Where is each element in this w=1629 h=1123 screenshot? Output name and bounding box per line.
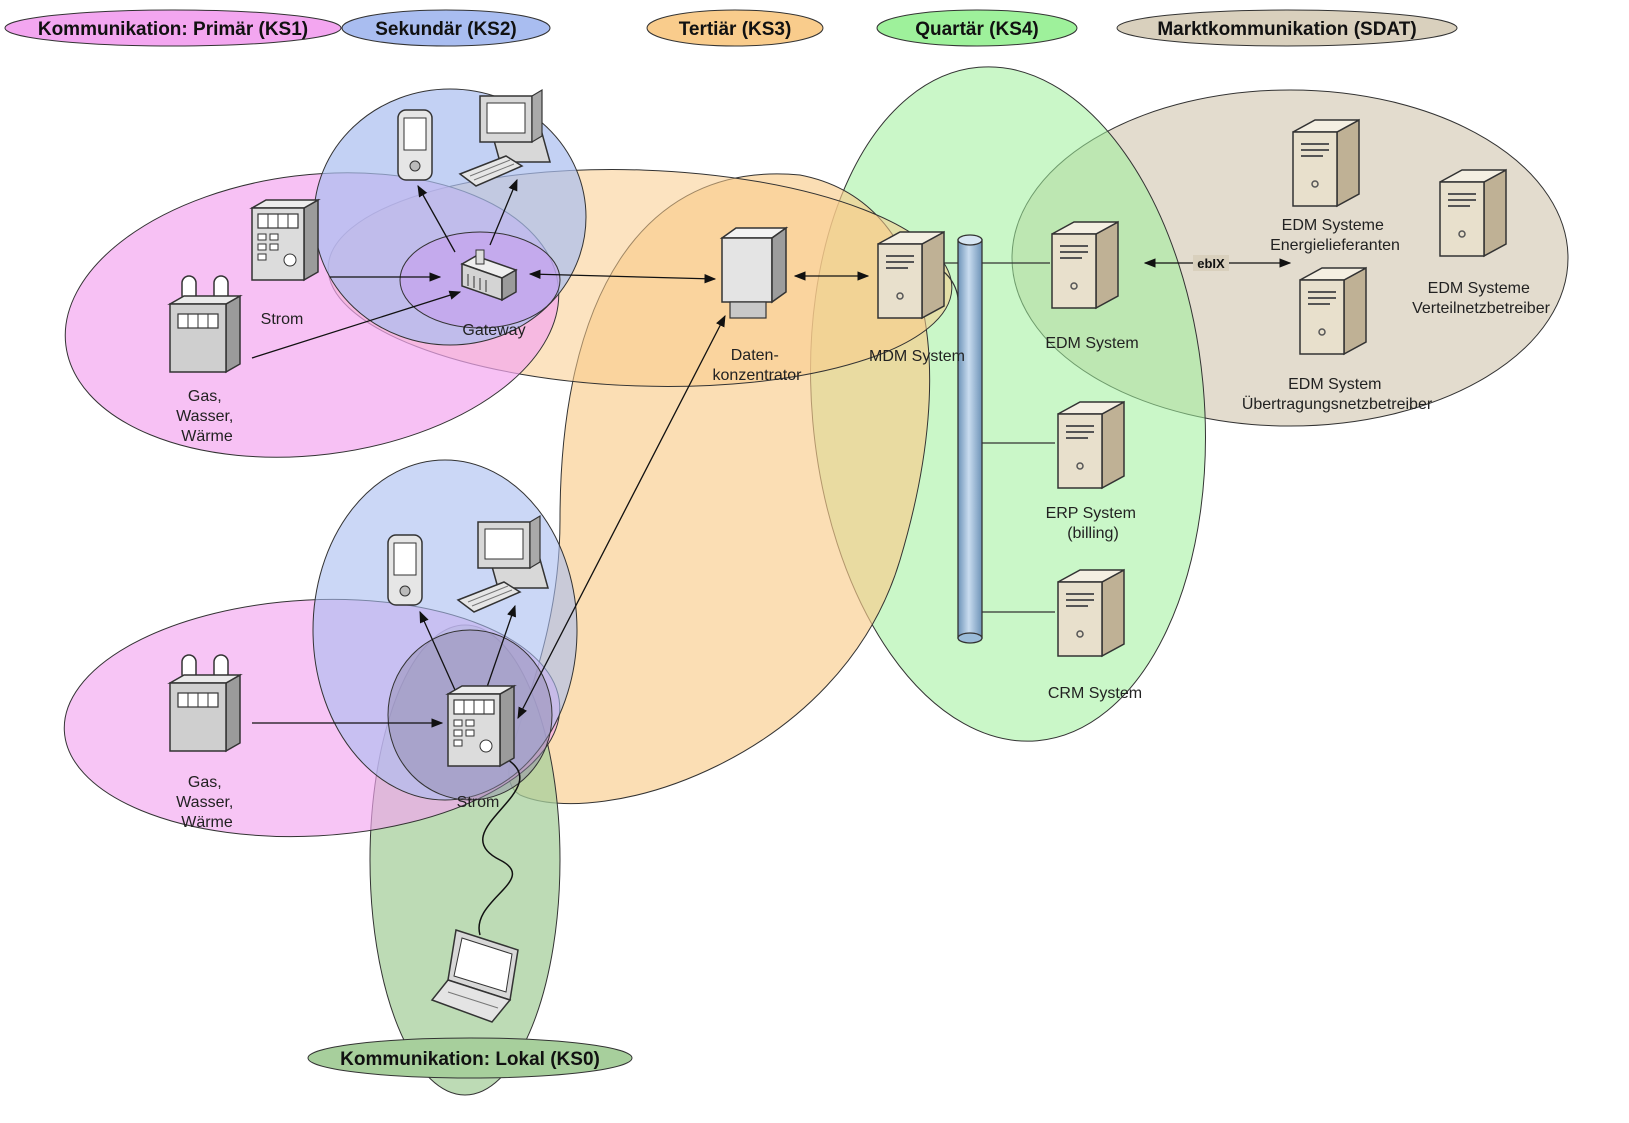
crm-server-icon xyxy=(1057,569,1125,657)
label-strom-top: Strom xyxy=(261,311,304,328)
label-edm-verteil: EDM Systeme Verteilnetzbetreiber xyxy=(1412,280,1551,317)
legend-ks2-text: Sekundär (KS2) xyxy=(375,19,516,40)
arrow-gateway-pda xyxy=(417,184,456,253)
label-edm-uebertragung: EDM System Übertragungsnetzbetreiber xyxy=(1242,376,1433,413)
legend-ks4: Quartär (KS4) xyxy=(876,9,1078,47)
label-crm: CRM System xyxy=(1048,685,1142,702)
pda-top-icon xyxy=(397,109,433,181)
label-erp-line2: (billing) xyxy=(1067,525,1119,542)
arrow-strom-concentrator xyxy=(517,314,726,720)
legend-ks2: Sekundär (KS2) xyxy=(341,9,551,47)
legend-ks0-text: Kommunikation: Lokal (KS0) xyxy=(340,1049,600,1070)
label-datenkonzentrator-line1: Daten- xyxy=(731,347,779,364)
ebix-label: ebIX xyxy=(1197,256,1225,271)
label-gas-bottom: Gas, Wasser, Wärme xyxy=(176,774,238,831)
edm-server-icon xyxy=(1051,221,1119,309)
label-datenkonzentrator: Daten- konzentrator xyxy=(713,347,803,384)
label-datenkonzentrator-line2: konzentrator xyxy=(713,367,803,384)
label-gas-top-line2: Wasser, xyxy=(176,408,233,425)
erp-server-icon xyxy=(1057,401,1125,489)
edm-uebertragung-server-icon xyxy=(1299,267,1367,355)
ebix-label-bg xyxy=(1193,255,1229,271)
mdm-server-icon xyxy=(877,231,945,319)
label-gas-bottom-line2: Wasser, xyxy=(176,794,233,811)
strom-meter-top-icon xyxy=(251,199,319,281)
strom-meter-bottom-icon xyxy=(447,685,515,767)
legend-ks1-text: Kommunikation: Primär (KS1) xyxy=(38,19,308,40)
label-erp-line1: ERP System xyxy=(1046,505,1136,522)
label-strom-bottom: Strom xyxy=(457,794,500,811)
legend-ks0: Kommunikation: Lokal (KS0) xyxy=(307,1037,633,1079)
legend-sdat-text: Marktkommunikation (SDAT) xyxy=(1157,19,1416,40)
label-gas-bottom-line1: Gas, xyxy=(188,774,222,791)
arrow-gateway-desktop xyxy=(489,178,518,246)
pda-bottom-icon xyxy=(387,534,423,606)
label-gas-bottom-line3: Wärme xyxy=(181,814,233,831)
edm-lieferanten-server-icon xyxy=(1292,119,1360,207)
label-edm-lieferanten-line2: Energielieferanten xyxy=(1270,237,1400,254)
label-edm-uebertragung-line1: EDM System xyxy=(1288,376,1381,393)
label-mdm: MDM System xyxy=(869,348,965,365)
arrow-strom-pda-bottom xyxy=(419,610,456,691)
edm-verteil-server-icon xyxy=(1439,169,1507,257)
label-edm-lieferanten-line1: EDM Systeme xyxy=(1282,217,1384,234)
arrow-strom-desktop-bottom xyxy=(485,604,516,691)
label-edm-uebertragung-line2: Übertragungsnetzbetreiber xyxy=(1242,395,1433,413)
legend-ks3-text: Tertiär (KS3) xyxy=(679,19,792,40)
legend-sdat: Marktkommunikation (SDAT) xyxy=(1116,9,1458,47)
label-edm: EDM System xyxy=(1045,335,1138,352)
label-gateway: Gateway xyxy=(462,322,525,339)
laptop-cable xyxy=(478,757,521,936)
label-gas-top: Gas, Wasser, Wärme xyxy=(176,388,238,445)
label-edm-lieferanten: EDM Systeme Energielieferanten xyxy=(1270,217,1400,254)
label-gas-top-line3: Wärme xyxy=(181,428,233,445)
arrow-gateway-concentrator xyxy=(528,269,717,284)
label-edm-verteil-line2: Verteilnetzbetreiber xyxy=(1412,300,1551,317)
label-erp: ERP System (billing) xyxy=(1046,505,1141,542)
legend-ks1: Kommunikation: Primär (KS1) xyxy=(4,9,342,47)
label-edm-verteil-line1: EDM Systeme xyxy=(1428,280,1530,297)
legend-ks4-text: Quartär (KS4) xyxy=(915,19,1039,40)
legend-ks3: Tertiär (KS3) xyxy=(646,9,824,47)
arrow-gas-gateway xyxy=(251,290,462,359)
bus-cylinder xyxy=(957,234,983,644)
label-gas-top-line1: Gas, xyxy=(188,388,222,405)
